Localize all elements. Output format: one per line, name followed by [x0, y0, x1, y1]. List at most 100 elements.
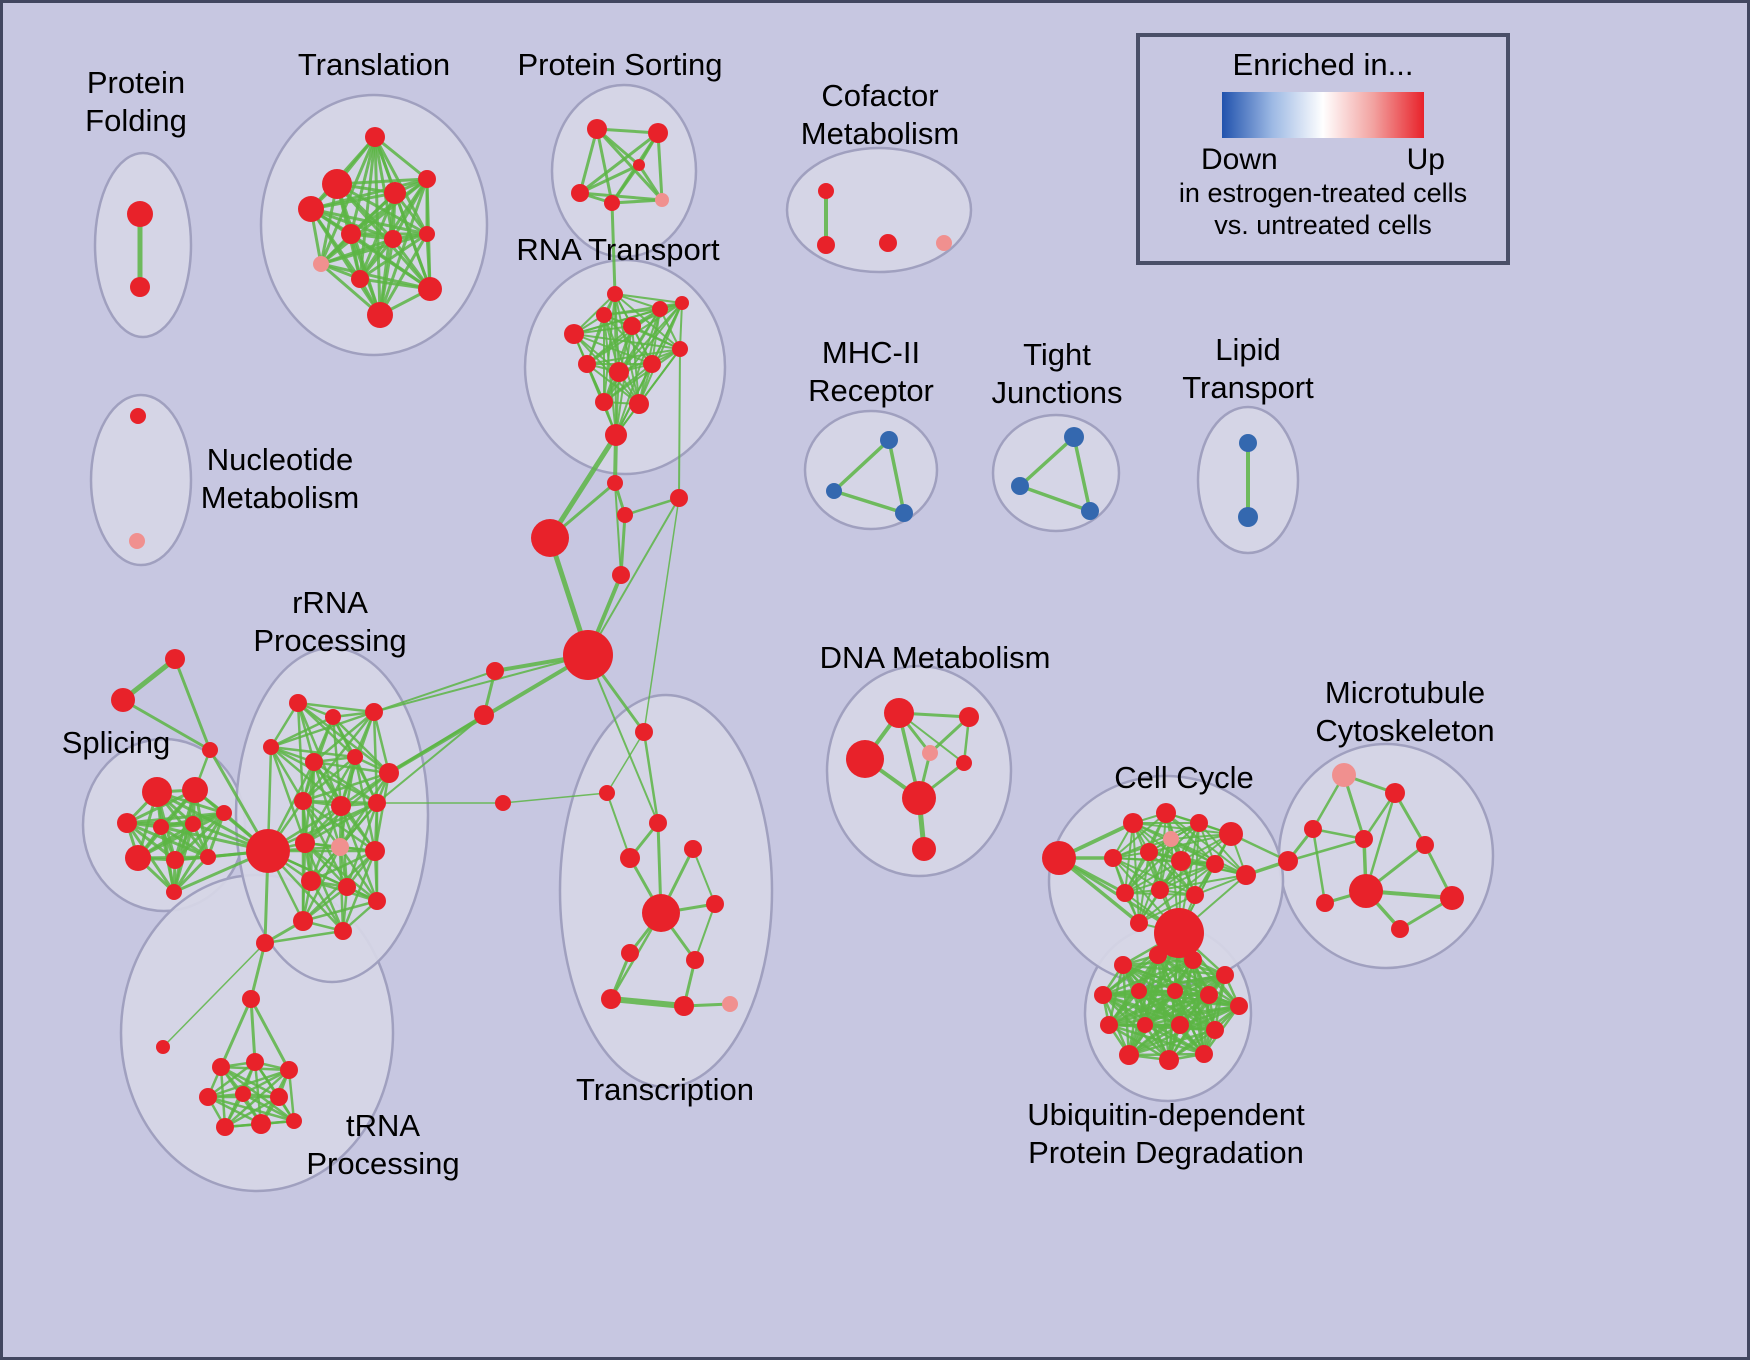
network-node-rr4: [305, 753, 323, 771]
network-node-mt4: [1416, 836, 1434, 854]
network-edge: [1202, 993, 1211, 1056]
network-edge: [678, 348, 681, 499]
network-edge: [269, 710, 376, 749]
network-edge: [253, 1060, 263, 1126]
network-edge: [578, 163, 641, 195]
network-edge: [319, 262, 432, 291]
network-edge: [269, 745, 357, 759]
network-node-tl11: [367, 302, 393, 328]
network-edge: [614, 293, 681, 350]
network-node-rr17: [368, 892, 386, 910]
network-node-tn1: [242, 990, 260, 1008]
network-node-tl4: [418, 170, 436, 188]
network-node-tn8: [216, 1118, 234, 1136]
network-node-dm1: [959, 707, 979, 727]
network-node-nm1: [129, 533, 145, 549]
network-edge: [173, 811, 226, 862]
network-edge: [1124, 863, 1216, 894]
network-edge: [610, 198, 664, 205]
network-node-tn7: [270, 1088, 288, 1106]
network-edge: [358, 177, 429, 281]
network-node-rr13: [301, 871, 321, 891]
network-node-ps4: [655, 193, 669, 207]
network-node-cc1: [531, 519, 569, 557]
cluster-ellipse-nucleotide-metabolism: [89, 393, 193, 567]
network-edge: [136, 811, 226, 860]
cluster-label-protein-sorting: Protein Sorting: [517, 47, 722, 82]
network-node-tx3: [684, 840, 702, 858]
network-edge: [309, 177, 429, 211]
network-edge: [603, 308, 661, 403]
network-node-mt2: [1304, 820, 1322, 838]
network-node-sp1: [182, 777, 208, 803]
network-node-cc0: [607, 475, 623, 491]
network-node-rr10: [295, 833, 315, 853]
legend-up-label: Up: [1406, 143, 1445, 176]
network-edge: [301, 899, 379, 923]
network-node-rt1: [564, 324, 584, 344]
network-edge: [358, 135, 377, 281]
cluster-label-rna-transport: RNA Transport: [516, 232, 720, 267]
network-edge: [692, 848, 716, 905]
network-node-rr16: [334, 922, 352, 940]
network-node-cy7: [1163, 831, 1179, 847]
network-edge: [372, 710, 391, 775]
network-edge: [603, 302, 683, 316]
network-node-tj0: [1064, 427, 1084, 447]
network-node-sp0: [142, 777, 172, 807]
network-node-rt11: [629, 394, 649, 414]
network-node-x2: [202, 742, 218, 758]
network-edge: [1143, 1004, 1241, 1027]
network-edge: [219, 997, 253, 1069]
network-node-mt0: [1332, 763, 1356, 787]
network-edge: [608, 996, 687, 1009]
cluster-ellipse-protein-folding: [93, 151, 193, 339]
network-node-rr12: [365, 841, 385, 861]
network-node-tl6: [384, 230, 402, 248]
network-edge: [1159, 863, 1216, 891]
network-edge: [1364, 791, 1397, 893]
network-edge: [393, 191, 432, 291]
network-edge: [578, 191, 664, 202]
network-edge: [378, 177, 429, 317]
network-edge: [249, 941, 267, 1001]
network-node-dm3: [922, 745, 938, 761]
network-node-tx7: [621, 944, 639, 962]
network-edge: [586, 348, 681, 365]
network-node-tn0: [156, 1040, 170, 1054]
network-node-tx11: [722, 996, 738, 1012]
network-edge: [578, 127, 599, 195]
network-node-mt5: [1349, 874, 1383, 908]
network-edge: [1138, 894, 1196, 924]
network-node-ub9: [1100, 1016, 1118, 1034]
network-node-cf2: [879, 234, 897, 252]
network-node-ub12: [1206, 1021, 1224, 1039]
network-edge: [642, 730, 660, 825]
network-node-sp9: [166, 884, 182, 900]
network-node-cy13: [1186, 886, 1204, 904]
network-node-ub7: [1200, 986, 1218, 1004]
network-edge: [614, 293, 683, 304]
network-edge: [172, 855, 210, 894]
network-edge: [1112, 812, 1167, 859]
network-edge: [269, 745, 307, 845]
network-node-dm5: [902, 781, 936, 815]
network-node-ub4: [1094, 986, 1112, 1004]
network-node-cy0: [1042, 841, 1076, 875]
network-node-mh2: [895, 504, 913, 522]
network-node-lt0: [1239, 434, 1257, 452]
network-node-tx6: [706, 895, 724, 913]
network-edge: [173, 657, 212, 752]
network-edge: [547, 432, 619, 541]
network-node-rt12: [605, 424, 627, 446]
network-node-ub6: [1167, 983, 1183, 999]
network-edge: [1170, 838, 1247, 876]
network-node-ub5: [1131, 983, 1147, 999]
network-edge: [595, 127, 614, 205]
cluster-ellipse-tight-junctions: [991, 413, 1121, 533]
